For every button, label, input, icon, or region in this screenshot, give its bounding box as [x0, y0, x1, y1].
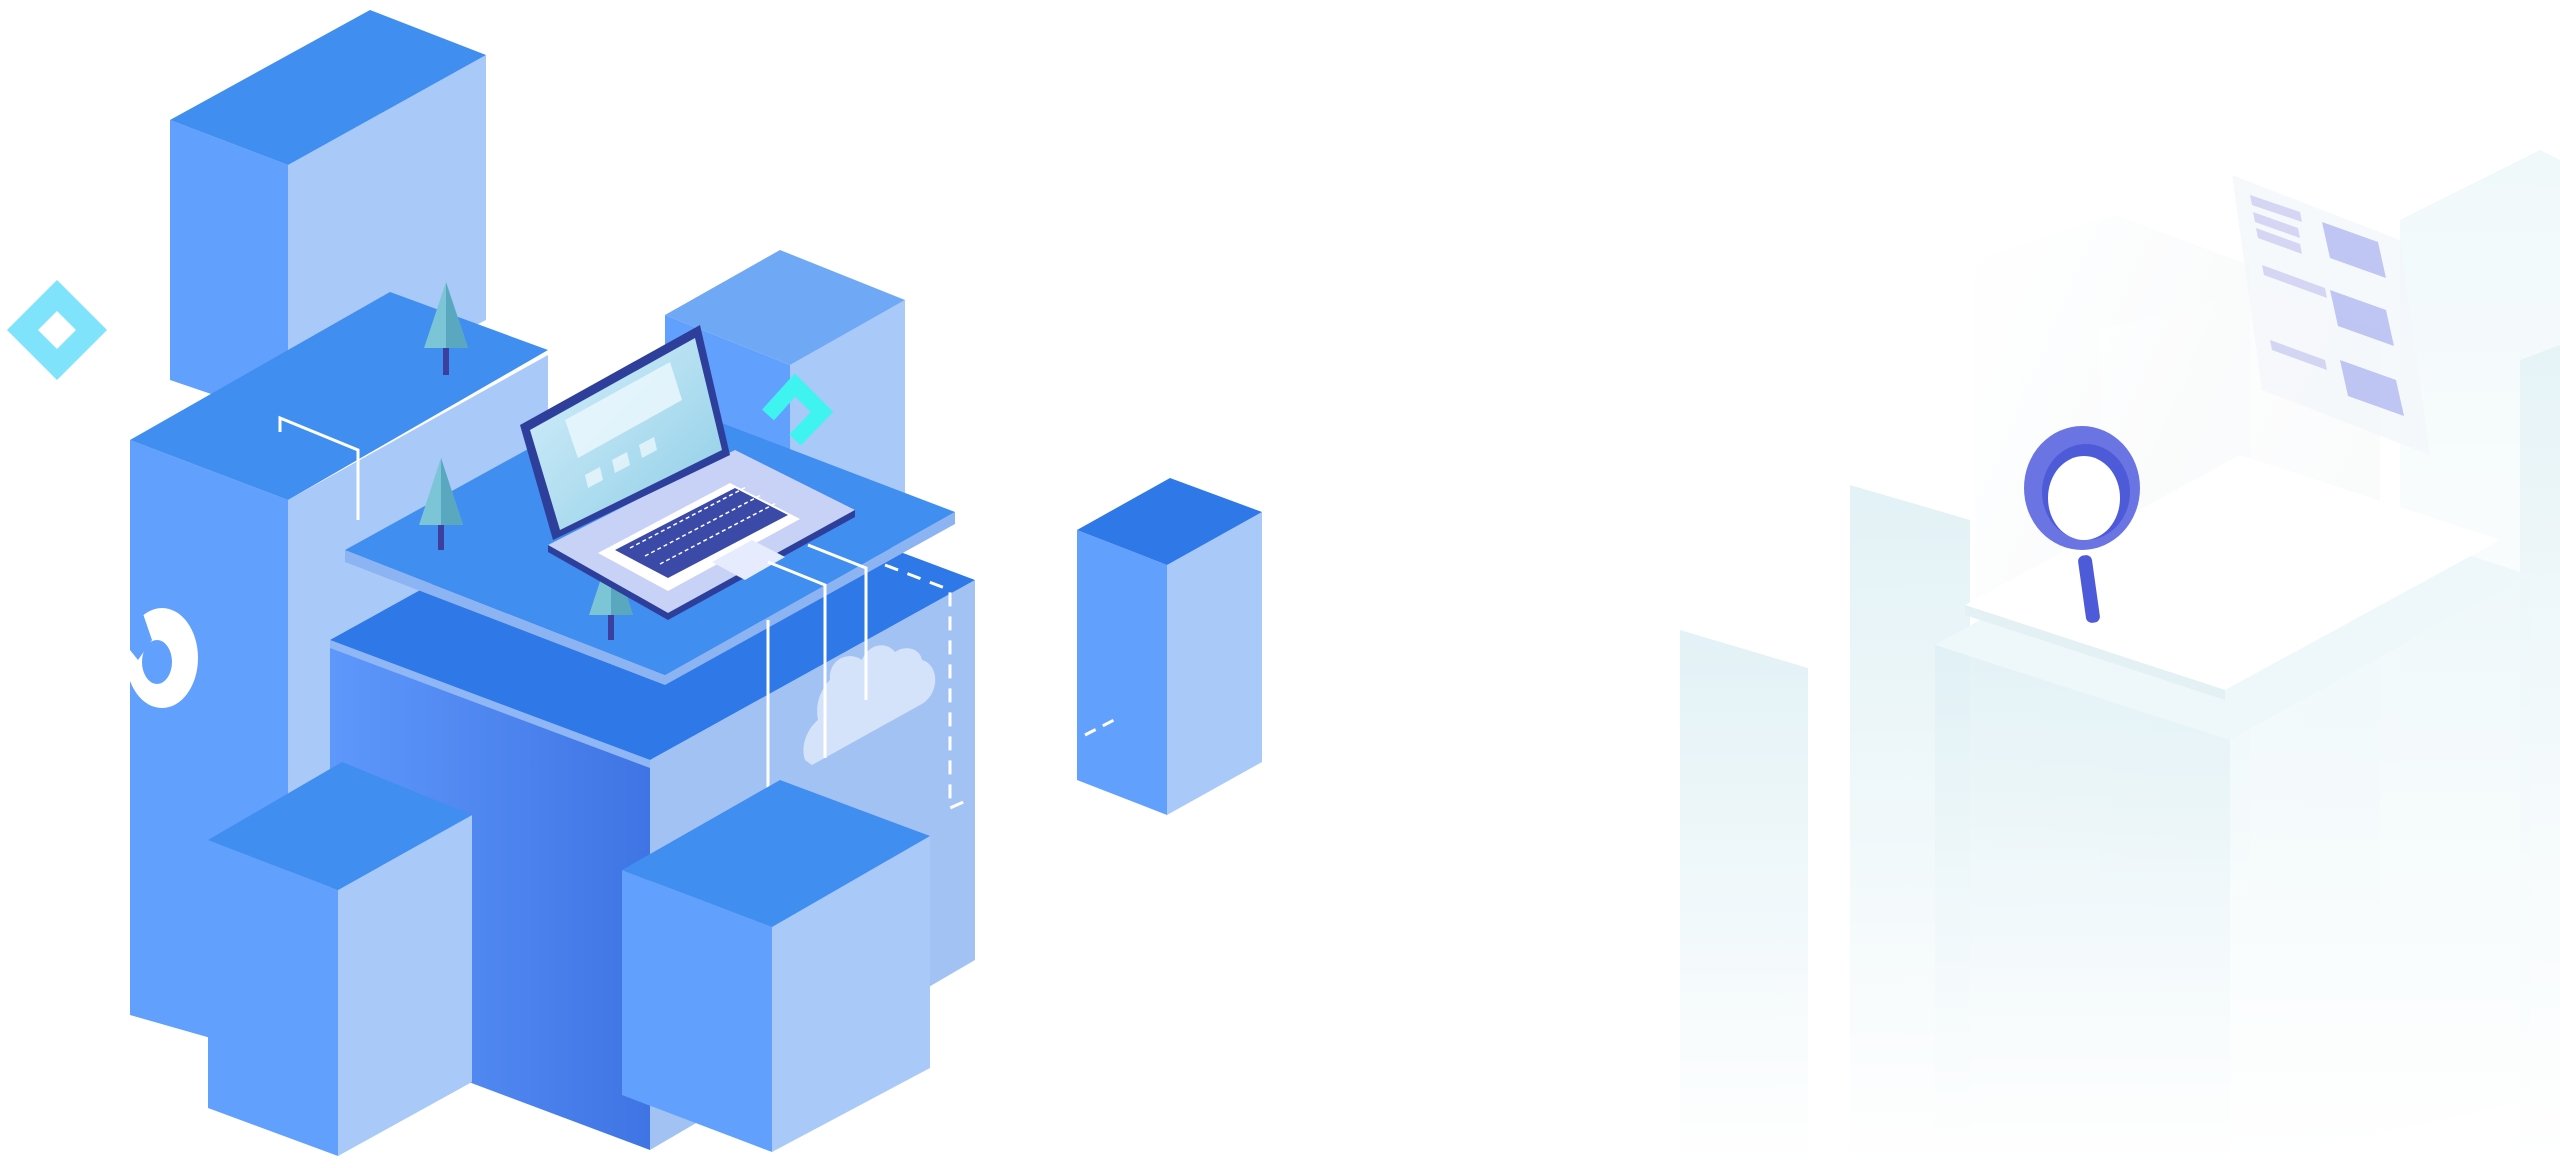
- cloud-icon: [803, 645, 936, 765]
- tree-icon: [419, 458, 463, 550]
- chevron-accent-icon: [762, 373, 834, 446]
- diamond-icon: [7, 280, 107, 380]
- front-left-block: [208, 762, 472, 1156]
- faded-search-illustration: [1680, 150, 2560, 1168]
- keyboard: [598, 483, 800, 591]
- magnifier-icon: [2024, 426, 2140, 623]
- standalone-block: [1077, 478, 1262, 815]
- document-panel: [2232, 175, 2430, 455]
- isometric-blocks-illustration: [7, 10, 1262, 1156]
- front-right-block: [622, 780, 930, 1152]
- laptop-icon: [520, 325, 855, 620]
- ring-accent-icon: [126, 605, 198, 708]
- tree-icon: [424, 282, 468, 375]
